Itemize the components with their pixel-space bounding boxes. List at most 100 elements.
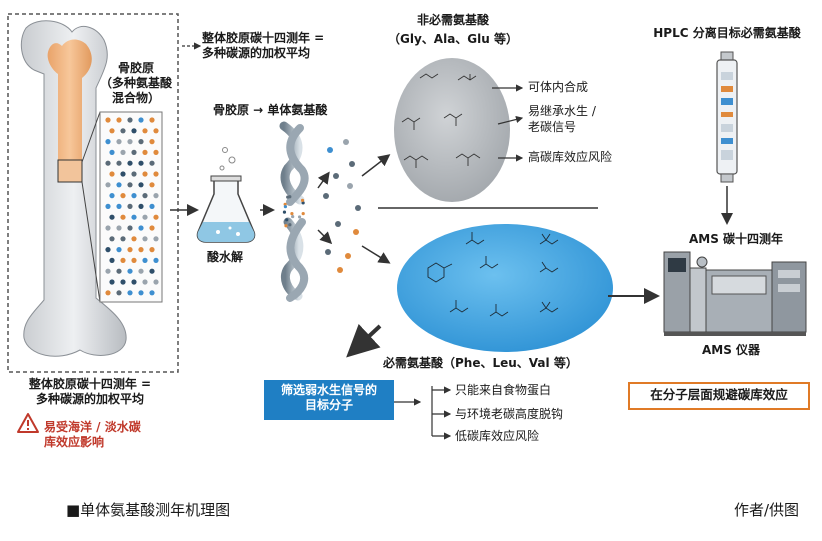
amino-acid-dot: [116, 139, 122, 145]
amino-acid-dot: [120, 257, 126, 263]
top-annotation-line-1: 整体胶原碳十四测年 =: [202, 31, 325, 45]
amino-acid-dot: [142, 257, 148, 263]
amino-acid-dot: [285, 218, 289, 222]
amino-acid-dot: [105, 139, 111, 145]
amino-acid-dot: [323, 193, 329, 199]
bottom-annotation-line-1: 整体胶原碳十四测年 =: [28, 377, 152, 391]
amino-acid-dot: [131, 171, 137, 177]
amino-acid-dot: [105, 203, 111, 209]
collagen-label: 骨胶原 （多种氨基酸 混合物）: [92, 61, 180, 106]
free-amino-acid-dots: [323, 139, 361, 273]
amino-acid-dot: [120, 214, 126, 220]
amino-acid-dot: [138, 247, 144, 253]
figure-caption: ■单体氨基酸测年机理图: [66, 501, 231, 519]
amino-acid-dot: [153, 128, 159, 134]
nonessential-title-line-1: 非必需氨基酸: [416, 13, 489, 27]
target-molecule-box: 筛选弱水生信号的 目标分子: [264, 380, 394, 420]
essential-note-3: 低碳库效应风险: [455, 429, 540, 443]
amino-acid-dot: [288, 223, 292, 227]
figure-credit: 作者/供图: [734, 501, 800, 519]
top-annotation: 整体胶原碳十四测年 = 多种碳源的加权平均: [202, 31, 324, 61]
amino-acid-dot: [153, 236, 159, 242]
nonessential-note-3: 老碳信号: [528, 120, 577, 134]
amino-acid-dot: [153, 214, 159, 220]
warning-text: 易受海洋 / 淡水碳 库效应影响: [44, 420, 141, 450]
amino-acid-dot: [142, 214, 148, 220]
amino-acid-dot: [131, 128, 137, 134]
warning-text-line-1: 易受海洋 / 淡水碳: [44, 420, 141, 434]
amino-acid-dot: [142, 193, 148, 199]
amino-acid-dot: [127, 247, 133, 253]
amino-acid-dot: [353, 229, 359, 235]
amino-acid-dot: [333, 173, 339, 179]
amino-acid-dot: [109, 279, 115, 285]
amino-acid-dot: [109, 171, 115, 177]
amino-acid-dot: [300, 198, 305, 202]
amino-acid-dot: [297, 215, 302, 219]
amino-acid-dot: [116, 182, 122, 188]
amino-acid-dot: [138, 225, 144, 231]
amino-acid-dot: [301, 201, 305, 205]
flask-label: 酸水解: [207, 250, 244, 264]
amino-acid-dot: [149, 203, 155, 209]
essential-note-2: 与环境老碳高度脱钩: [455, 407, 564, 421]
amino-acid-dot: [153, 193, 159, 199]
amino-acid-dot: [284, 224, 288, 228]
collagen-label-line-1: 骨胶原: [117, 61, 154, 75]
amino-acid-dot: [127, 225, 133, 231]
amino-acid-dot: [116, 203, 122, 209]
amino-acid-dot: [131, 193, 137, 199]
flask-icon: [196, 147, 256, 243]
amino-acid-dot: [116, 268, 122, 274]
nonessential-title-line-2: （Gly、Ala、Glu 等）: [388, 32, 518, 46]
amino-acid-dot: [142, 128, 148, 134]
amino-acid-dot: [138, 139, 144, 145]
femur-icon: [20, 20, 127, 357]
amino-acid-dot: [105, 160, 111, 166]
collagen-helix-icon: [279, 121, 309, 302]
amino-acid-dot: [105, 247, 111, 253]
amino-acid-dot: [127, 139, 133, 145]
amino-acid-dot: [105, 290, 111, 296]
amino-acid-dot: [149, 290, 155, 296]
bottom-annotation: 整体胶原碳十四测年 = 多种碳源的加权平均: [10, 377, 170, 407]
amino-acid-dot: [131, 214, 137, 220]
amino-acid-dot: [116, 290, 122, 296]
amino-acid-dot: [131, 257, 137, 263]
amino-acid-dot: [290, 211, 294, 216]
amino-acid-dot: [105, 117, 111, 123]
nonessential-note-4: 高碳库效应风险: [528, 150, 613, 164]
collagen-label-line-2: （多种氨基酸: [99, 76, 172, 90]
amino-acid-dot: [347, 183, 353, 189]
amino-acid-dot: [109, 214, 115, 220]
bone-frame: [7, 13, 179, 373]
amino-acid-dot: [345, 253, 351, 259]
essential-structures: [427, 232, 559, 317]
amino-acid-dot: [127, 160, 133, 166]
amino-acid-dot: [153, 279, 159, 285]
amino-acid-dot: [149, 117, 155, 123]
amino-acid-dot: [138, 268, 144, 274]
amino-acid-dot: [109, 257, 115, 263]
amino-acid-dot: [127, 290, 133, 296]
amino-acid-dot: [127, 203, 133, 209]
essential-note-1: 只能来自食物蛋白: [455, 383, 552, 397]
amino-acid-dot: [343, 139, 349, 145]
amino-acid-dot: [138, 182, 144, 188]
essential-ellipse: [397, 224, 613, 352]
amino-acid-dot: [142, 171, 148, 177]
warning-icon: [17, 413, 39, 433]
hplc-label: HPLC 分离目标必需氨基酸: [653, 26, 801, 40]
amino-acid-dot: [116, 247, 122, 253]
amino-acid-mixture-dots: [105, 117, 159, 296]
amino-acid-dot: [120, 279, 126, 285]
amino-acid-dot: [149, 182, 155, 188]
bottom-annotation-line-2: 多种碳源的加权平均: [35, 392, 144, 406]
amino-acid-dot: [325, 249, 331, 255]
amino-acid-dot: [120, 149, 126, 155]
collagen-label-line-3: 混合物）: [111, 91, 160, 105]
amino-acid-dot: [120, 128, 126, 134]
amino-acid-dot: [131, 236, 137, 242]
essential-title: 必需氨基酸（Phe、Leu、Val 等）: [383, 356, 578, 370]
